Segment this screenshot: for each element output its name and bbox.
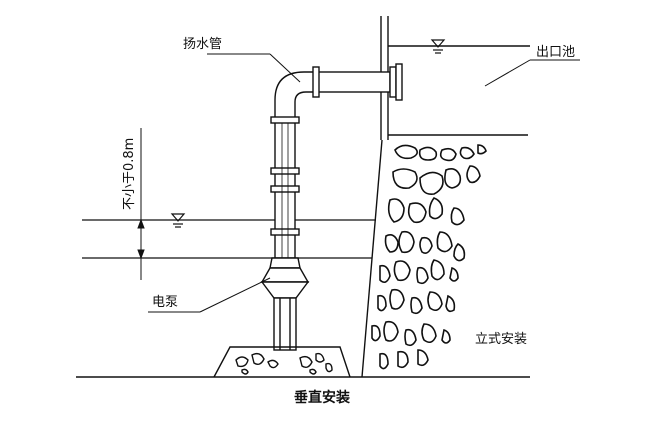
riser-pipe	[270, 63, 403, 259]
outlet-pool-leader	[484, 59, 531, 87]
pump-label: 电泵	[152, 295, 178, 310]
water-level-icon	[430, 39, 446, 54]
outlet-pool-label: 出口池	[536, 45, 575, 60]
vertical-install-label: 立式安装	[475, 332, 527, 347]
stone-wall	[371, 144, 487, 370]
sump-water-level-icon	[170, 213, 186, 228]
outlet-pool-wall	[361, 16, 530, 378]
pipe-label: 扬水管	[183, 37, 222, 52]
min-depth-label: 不小于0.8m	[122, 138, 137, 210]
pump-base	[213, 346, 351, 378]
electric-pump	[260, 257, 310, 351]
depth-dimension	[137, 128, 145, 280]
pipe-inner-lines	[281, 123, 289, 258]
water-lines	[82, 219, 376, 259]
diagram-caption: 垂直安装	[294, 389, 351, 406]
